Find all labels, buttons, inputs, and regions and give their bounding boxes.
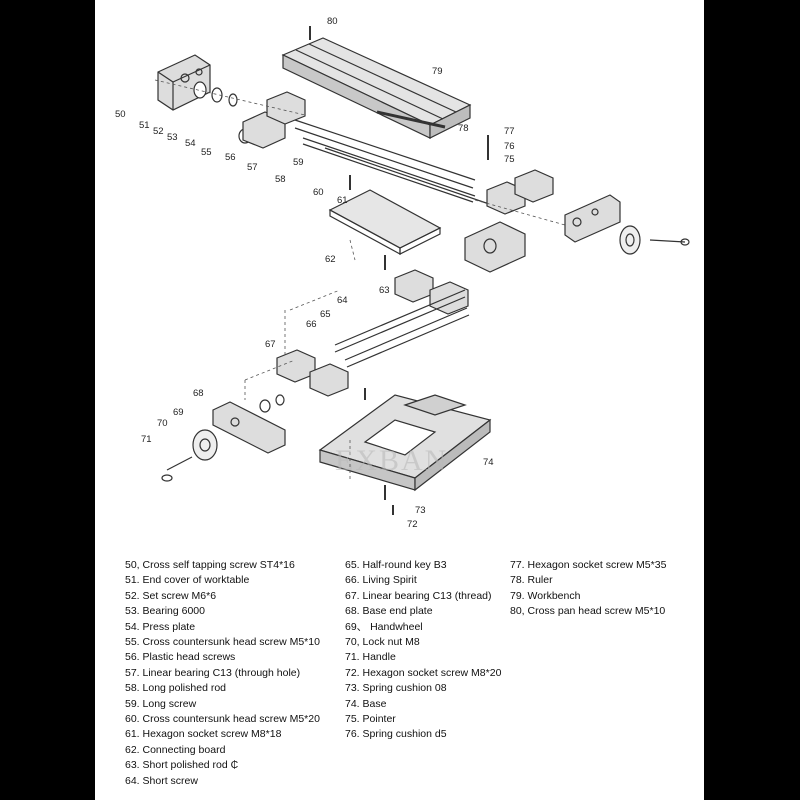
part-71: 71. Handle bbox=[345, 651, 396, 664]
callout-79: 79 bbox=[432, 66, 443, 77]
part-58: 58. Long polished rod bbox=[125, 682, 226, 695]
part-66: 66. Living Spirit bbox=[345, 574, 417, 587]
part-50: 50, Cross self tapping screw ST4*16 bbox=[125, 559, 295, 571]
callout-54: 54 bbox=[185, 138, 196, 149]
part-74: 74. Base bbox=[345, 697, 387, 710]
callout-69: 69 bbox=[173, 407, 184, 418]
callout-58: 58 bbox=[275, 174, 286, 185]
base-end-plate bbox=[212, 394, 286, 454]
middle-slide-assembly bbox=[334, 221, 526, 368]
part-53: 53. Bearing 6000 bbox=[125, 605, 205, 618]
part-55: 55. Cross countersunk head screw M5*10 bbox=[125, 636, 320, 649]
callout-70: 70 bbox=[157, 418, 168, 429]
callout-75: 75 bbox=[504, 154, 515, 165]
part-80: 80, Cross pan head screw M5*10 bbox=[510, 605, 666, 618]
callout-80: 80 bbox=[327, 16, 338, 27]
callout-50: 50 bbox=[115, 109, 126, 120]
part-52: 52. Set screw M6*6 bbox=[125, 589, 217, 602]
part-65: 65. Half-round key B3 bbox=[345, 559, 447, 571]
linear-bearing-block-lower bbox=[276, 349, 349, 397]
ruler-part bbox=[376, 110, 446, 129]
part-54: 54. Press plate bbox=[125, 620, 196, 633]
callout-67: 67 bbox=[265, 339, 276, 350]
callout-56: 56 bbox=[225, 152, 236, 163]
callout-74: 74 bbox=[483, 457, 494, 468]
part-59: 59. Long screw bbox=[125, 697, 197, 710]
callout-73: 73 bbox=[415, 505, 426, 516]
part-77: 77. Hexagon socket screw M5*35 bbox=[510, 559, 667, 571]
callout-64: 64 bbox=[337, 295, 348, 306]
callout-53: 53 bbox=[167, 132, 178, 143]
part-69: 69、 Handwheel bbox=[345, 620, 423, 633]
part-70: 70, Lock nut M8 bbox=[345, 636, 420, 649]
part-64: 64. Short screw bbox=[125, 774, 198, 787]
callout-77: 77 bbox=[504, 126, 515, 137]
callout-66: 66 bbox=[306, 319, 317, 330]
part-62: 62. Connecting board bbox=[125, 743, 226, 756]
callout-72: 72 bbox=[407, 519, 418, 530]
parts-list: 50, Cross self tapping screw ST4*16 51. … bbox=[95, 550, 704, 800]
part-57: 57. Linear bearing C13 (through hole) bbox=[125, 666, 301, 679]
callout-76: 76 bbox=[504, 141, 515, 152]
parts-column-1: 50, Cross self tapping screw ST4*16 51. … bbox=[125, 558, 320, 789]
part-68: 68. Base end plate bbox=[345, 605, 433, 618]
part-75: 75. Pointer bbox=[345, 713, 396, 726]
part-60: 60. Cross countersunk head screw M5*20 bbox=[125, 713, 320, 726]
callout-51: 51 bbox=[139, 120, 150, 131]
watermark-text: EXBAN bbox=[335, 444, 448, 477]
exploded-view-drawing: EXBAN 80 79 50 51 52 53 54 55 56 57 58 5… bbox=[115, 16, 690, 530]
callout-68: 68 bbox=[193, 388, 204, 399]
part-73: 73. Spring cushion 08 bbox=[345, 682, 447, 695]
part-78: 78. Ruler bbox=[510, 574, 553, 587]
part-79: 79. Workbench bbox=[510, 589, 581, 602]
base-part bbox=[318, 394, 492, 492]
parts-column-3: 77. Hexagon socket screw M5*35 78. Ruler… bbox=[510, 558, 666, 620]
callout-52: 52 bbox=[153, 126, 164, 137]
callout-59: 59 bbox=[293, 157, 304, 168]
callout-65: 65 bbox=[320, 309, 331, 320]
callout-78: 78 bbox=[458, 123, 469, 134]
callout-55: 55 bbox=[201, 147, 212, 158]
part-56: 56. Plastic head screws bbox=[125, 651, 236, 664]
part-67: 67. Linear bearing C13 (thread) bbox=[345, 589, 492, 602]
end-cover-block-right bbox=[564, 194, 621, 243]
callout-71: 71 bbox=[141, 434, 152, 445]
part-61: 61. Hexagon socket screw M8*18 bbox=[125, 728, 282, 741]
part-76: 76. Spring cushion d5 bbox=[345, 728, 447, 741]
handwheel-lower bbox=[161, 429, 218, 482]
callout-63: 63 bbox=[379, 285, 390, 296]
callout-57: 57 bbox=[247, 162, 258, 173]
connecting-board bbox=[328, 189, 442, 256]
callout-61: 61 bbox=[337, 195, 348, 206]
linear-bearing-block-right bbox=[486, 169, 554, 215]
callout-labels: 80 79 50 51 52 53 54 55 56 57 58 59 60 6… bbox=[115, 16, 515, 530]
part-63: 63. Short polished rod ₵ bbox=[125, 759, 239, 772]
callout-62: 62 bbox=[325, 254, 336, 265]
parts-column-2: 65. Half-round key B3 66. Living Spirit … bbox=[345, 558, 501, 743]
workbench-part bbox=[281, 37, 472, 139]
part-72: 72. Hexagon socket screw M8*20 bbox=[345, 666, 502, 679]
long-rods bbox=[294, 119, 496, 207]
part-51: 51. End cover of worktable bbox=[125, 574, 250, 587]
linear-bearing-block-upper bbox=[242, 91, 306, 149]
handwheel-upper bbox=[619, 225, 690, 255]
exploded-diagram: EXBAN 80 79 50 51 52 53 54 55 56 57 58 5… bbox=[95, 0, 704, 550]
callout-60: 60 bbox=[313, 187, 324, 198]
